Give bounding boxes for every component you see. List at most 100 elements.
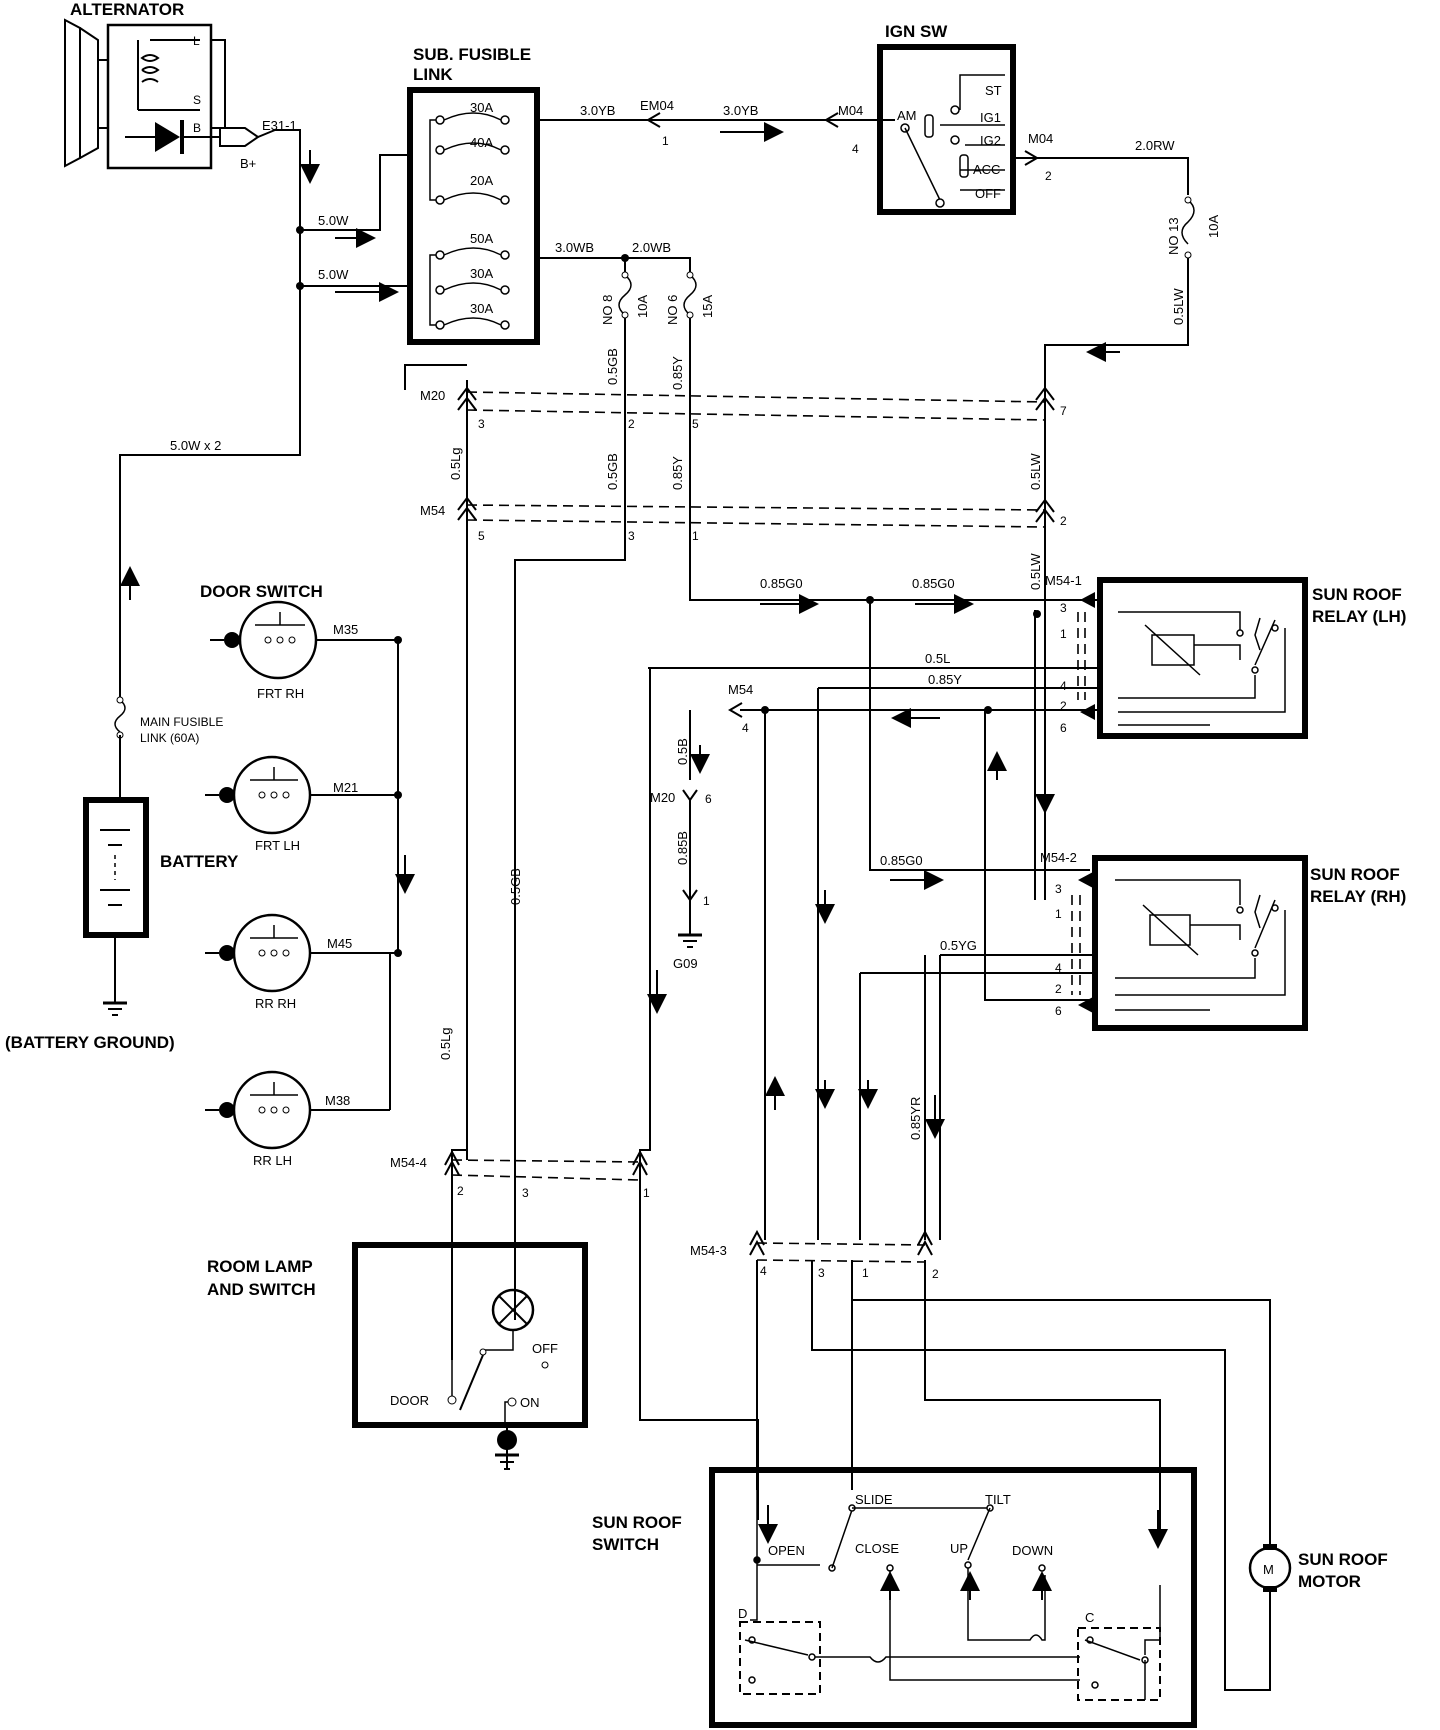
wire-0.85go-c: 0.85G0 [880,853,923,868]
door-switch-title: DOOR SWITCH [200,582,323,601]
conn-m54-4: M54-4 [390,1155,427,1170]
m54-pin-3: 3 [628,529,635,543]
wire-5.0w-b: 5.0W [318,267,349,282]
sub-fusible-title-1: SUB. FUSIBLE [413,45,531,64]
fuse-no8-amp: 10A [635,295,650,318]
relay-rh-title-1: SUN ROOF [1310,865,1400,884]
door-switch-frt-rh-label: FRT RH [257,686,304,701]
m54-3-pin-4: 4 [760,1264,767,1278]
room-lamp-ground-icon [495,1425,519,1470]
alt-term-l: L [193,34,200,48]
sw-tilt: TILT [985,1492,1011,1507]
ign-ig1: IG1 [980,110,1001,125]
wire-0.85y-c: 0.85Y [928,672,962,687]
sub-fusible-link: SUB. FUSIBLE LINK 30A 40A 20A 50A 30A 30… [407,45,540,345]
relay-lh-pin-2: 2 [1060,699,1067,713]
m54-pin-2: 2 [1060,514,1067,528]
conn-m04-a-pin: 4 [852,142,859,156]
wire-0.5l: 0.5L [925,651,950,666]
m54-4-pin-1: 1 [643,1186,650,1200]
sw-open: OPEN [768,1543,805,1558]
main-fusible-link-label-1: MAIN FUSIBLE [140,715,223,729]
wire-0.5lw-b: 0.5LW [1028,453,1043,490]
wire-0.85y-a: 0.85Y [670,356,685,390]
m54-3-pin-2: 2 [932,1267,939,1281]
battery-ground-label: (BATTERY GROUND) [5,1033,175,1052]
sub-fuse-5: 30A [470,266,493,281]
wire-0.5gb-a: 0.5GB [605,348,620,385]
wire-0.5lg-a: 0.5Lg [448,447,463,480]
fuse-no13-amp: 10A [1206,215,1221,238]
conn-m21: M21 [333,780,358,795]
sub-fusible-title-2: LINK [413,65,453,84]
door-switch-rr-lh [205,1070,390,1150]
wire-0.85y-b: 0.85Y [670,456,685,490]
sw-down: DOWN [1012,1543,1053,1558]
wire-0.5lw-c: 0.5LW [1028,553,1043,590]
relay-lh-title-2: RELAY (LH) [1312,607,1406,626]
ign-ig2: IG2 [980,133,1001,148]
main-fusible-link [114,696,126,739]
wire-3.0yb-b: 3.0YB [723,103,758,118]
fuse-no13: NO 13 [1166,217,1181,255]
wire-0.5gb-c: 0.5GB [508,868,523,905]
conn-m20-g: M20 [650,790,675,805]
relay-lh-pin-6: 6 [1060,721,1067,735]
ign-off: OFF [975,186,1001,201]
conn-m35: M35 [333,622,358,637]
m54-pin-5: 5 [478,529,485,543]
wire-0.85go-b: 0.85G0 [912,576,955,591]
wire-0.5lg-b: 0.5Lg [438,1027,453,1060]
conn-m54: M54 [420,503,445,518]
motor-title-2: MOTOR [1298,1572,1361,1591]
battery-icon [83,797,149,938]
m20-pin-3: 3 [478,417,485,431]
sub-fuse-3: 20A [470,173,493,188]
sunroof-relay-rh: SUN ROOF RELAY (RH) M54-2 3 1 4 2 6 [1040,850,1406,1031]
relay-lh-pin-1: 1 [1060,627,1067,641]
conn-m54-g-pin: 4 [742,721,749,735]
fuse-no6-amp: 15A [700,295,715,318]
sub-fuse-1: 30A [470,100,493,115]
wire-0.5lw-a: 0.5LW [1171,288,1186,325]
door-switch-frt-lh-label: FRT LH [255,838,300,853]
sw-close: CLOSE [855,1541,899,1556]
relay-rh-title-2: RELAY (RH) [1310,887,1406,906]
ign-am: AM [897,108,917,123]
wire-5.0w-x2: 5.0W x 2 [170,438,221,453]
door-switch-frt-lh [205,755,398,835]
conn-m04-b-pin: 2 [1045,169,1052,183]
conn-m38: M38 [325,1093,350,1108]
m54-pin-1: 1 [692,529,699,543]
conn-m20: M20 [420,388,445,403]
sub-fuse-6: 30A [470,301,493,316]
m20-pin-5: 5 [692,417,699,431]
conn-m54-2: M54-2 [1040,850,1077,865]
wire-0.5yg: 0.5YG [940,938,977,953]
fuse-no8: NO 8 [600,295,615,325]
room-lamp-title-1: ROOM LAMP [207,1257,313,1276]
room-lamp-off: OFF [532,1341,558,1356]
alternator-title: ALTERNATOR [70,0,184,19]
sw-c: C [1085,1610,1094,1625]
m20-pin-2: 2 [628,417,635,431]
room-lamp-switch: ROOM LAMP AND SWITCH DOOR OFF ON [207,1242,588,1428]
conn-em04-pin: 1 [662,134,669,148]
sw-slide: SLIDE [855,1492,893,1507]
room-lamp-on: ON [520,1395,540,1410]
wire-2.0rw: 2.0RW [1135,138,1175,153]
m54-4-pin-3: 3 [522,1186,529,1200]
door-switch-rr-rh [205,913,398,993]
wire-0.5b: 0.5B [675,738,690,765]
ign-sw-title: IGN SW [885,22,948,41]
ign-acc: ACC [973,162,1000,177]
ign-st: ST [985,83,1002,98]
motor-symbol: M [1263,1562,1274,1577]
relay-rh-pin-4: 4 [1055,961,1062,975]
room-lamp-door: DOOR [390,1393,429,1408]
conn-m04-b: M04 [1028,131,1053,146]
relay-rh-pin-3: 3 [1055,882,1062,896]
sub-fuse-4: 50A [470,231,493,246]
m20-pin-7: 7 [1060,404,1067,418]
